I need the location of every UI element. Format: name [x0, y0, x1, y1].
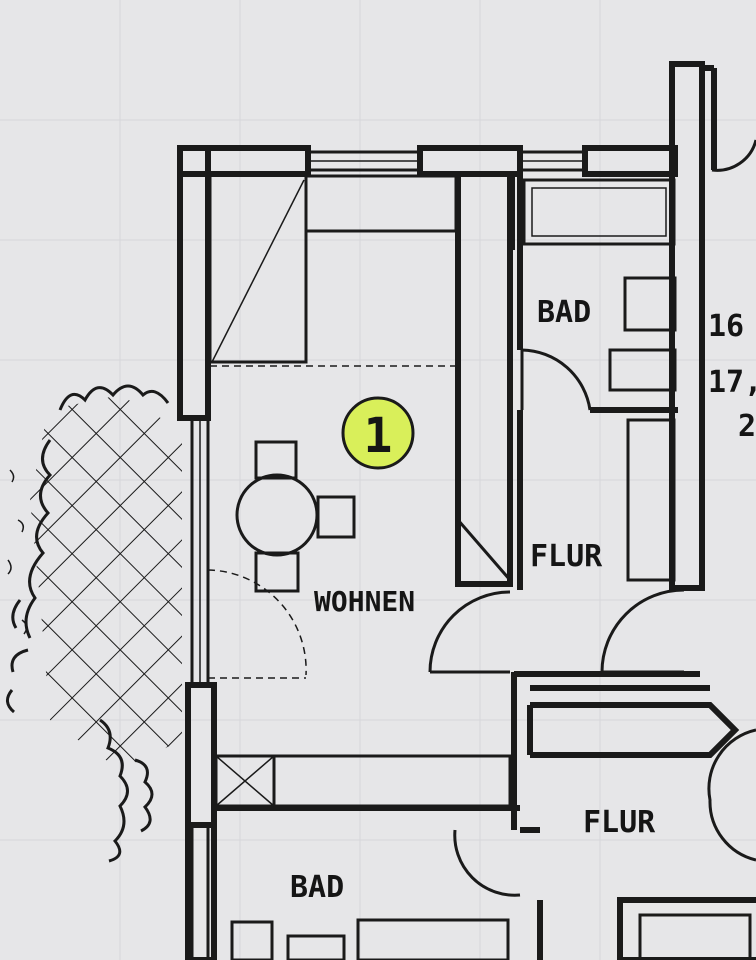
room-label-wohnen: WOHNEN	[314, 585, 415, 618]
doors	[207, 139, 756, 897]
fixtures	[208, 172, 677, 960]
side-note-line3: 2	[738, 409, 756, 444]
terrace-hatch	[6, 384, 182, 863]
room-label-bad-bottom: BAD	[290, 870, 344, 905]
unit-badge-number: 1	[364, 408, 393, 464]
room-label-flur-bottom: FLUR	[583, 805, 656, 840]
room-label-flur-right: FLUR	[530, 539, 603, 574]
side-note-line1: 16 S	[708, 309, 756, 344]
room-label-bad-top: BAD	[537, 295, 591, 330]
side-note-line2: 17,2	[708, 365, 756, 400]
windows	[190, 150, 587, 960]
dining-table	[235, 440, 356, 593]
unit-badge-circle	[341, 396, 415, 470]
unit-badge: 1	[341, 396, 415, 470]
